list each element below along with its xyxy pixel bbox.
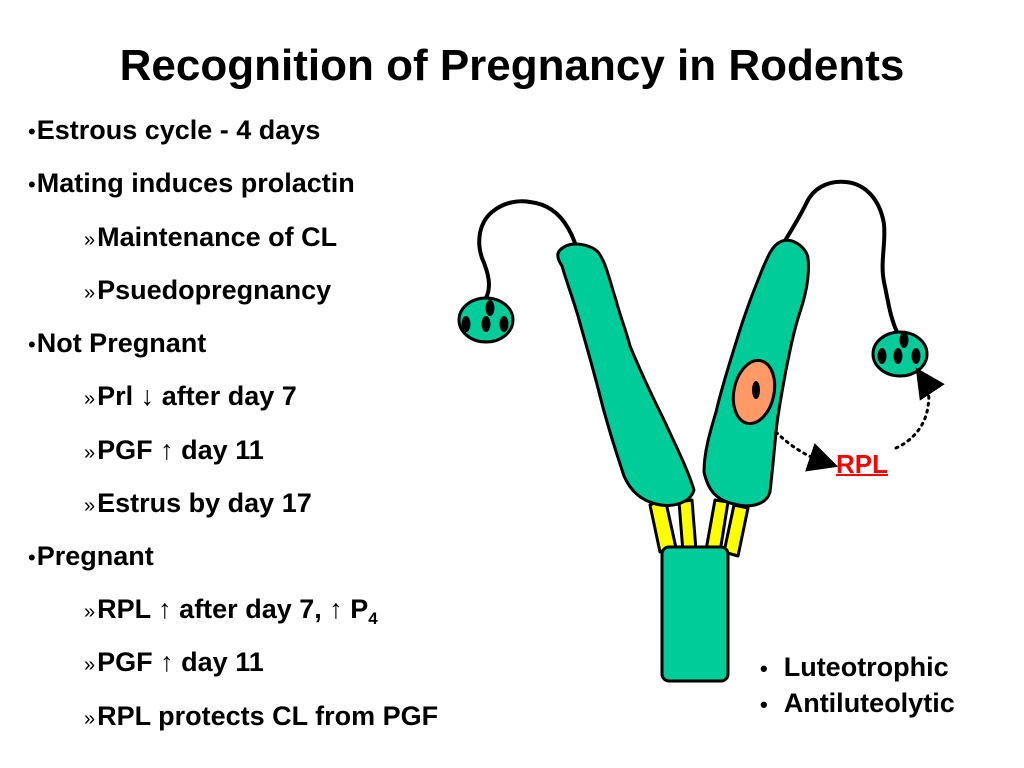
up-arrow-icon: ↑ xyxy=(160,647,174,677)
sub-bullet-marker: » xyxy=(84,388,96,410)
sub-bullet-marker: » xyxy=(84,601,96,623)
bullet-list: •Estrous cycle - 4 days •Mating induces … xyxy=(28,115,439,731)
sub-bullet-marker: » xyxy=(84,282,96,304)
right-oviduct xyxy=(780,179,900,336)
up-arrow-icon: ↑ xyxy=(158,594,172,624)
rpl-function-list: •Luteotrophic •Antiluteolytic xyxy=(760,650,955,722)
bullet-estrous-cycle: •Estrous cycle - 4 days xyxy=(28,115,321,145)
sub-bullet-pseudopregnancy: »Psuedopregnancy xyxy=(84,275,332,305)
sub-bullet-estrus-day17: »Estrus by day 17 xyxy=(84,488,312,518)
sub-bullet-prl-decrease: »Prl ↓ after day 7 xyxy=(84,381,297,411)
left-oviduct xyxy=(477,199,580,300)
subscript: 4 xyxy=(368,609,378,628)
embryo xyxy=(731,358,777,426)
down-arrow-icon: ↓ xyxy=(140,381,155,411)
sub-bullet-rpl-increase: »RPL ↑ after day 7, ↑ P4 xyxy=(84,594,378,628)
list-item-antiluteolytic: •Antiluteolytic xyxy=(760,688,955,718)
sub-bullet-marker: » xyxy=(84,708,96,730)
sub-bullet-marker: » xyxy=(84,495,96,517)
up-arrow-icon: ↑ xyxy=(329,594,343,624)
right-ovary xyxy=(871,330,929,378)
bullet-marker: • xyxy=(760,656,768,681)
sub-bullet-pgf-day11: »PGF ↑ day 11 xyxy=(84,647,264,677)
bullet-marker: • xyxy=(28,119,36,144)
bullet-mating: •Mating induces prolactin xyxy=(28,168,355,198)
bullet-marker: • xyxy=(28,172,36,197)
list-item-luteotrophic: •Luteotrophic xyxy=(760,652,949,682)
sub-bullet-rpl-protects: »RPL protects CL from PGF xyxy=(84,701,439,731)
sub-bullet-pgf-increase: »PGF ↑ day 11 xyxy=(84,435,264,465)
left-ovary xyxy=(457,296,515,344)
left-uterine-horn xyxy=(556,242,696,507)
bullet-marker: • xyxy=(28,332,36,357)
bullet-marker: • xyxy=(28,545,36,570)
sub-bullet-marker: » xyxy=(84,229,96,251)
slide-title: Recognition of Pregnancy in Rodents xyxy=(119,41,905,90)
uterine-body xyxy=(660,545,730,683)
rpl-to-ovary-dotted-arrow xyxy=(894,367,945,450)
rpl-label: RPL xyxy=(836,449,888,479)
bullet-pregnant: •Pregnant xyxy=(28,541,154,571)
bullet-not-pregnant: •Not Pregnant xyxy=(28,328,207,358)
bullet-marker: • xyxy=(760,692,768,717)
sub-bullet-maintenance-cl: »Maintenance of CL xyxy=(84,222,338,252)
up-arrow-icon: ↑ xyxy=(160,435,174,465)
uterus-diagram xyxy=(457,179,945,683)
embryo-to-rpl-dotted-arrow xyxy=(774,430,839,472)
sub-bullet-marker: » xyxy=(84,654,96,676)
sub-bullet-marker: » xyxy=(84,442,96,464)
